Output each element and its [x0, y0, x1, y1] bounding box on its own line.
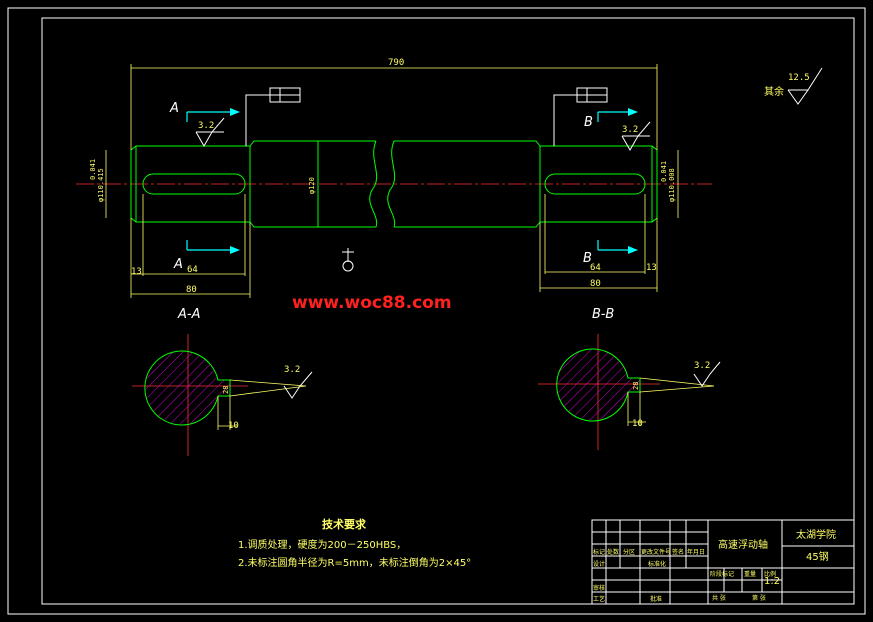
cut-label-b-top: B	[584, 115, 593, 130]
dim-diam-left: φ110.415	[97, 168, 105, 202]
section-b-width: 10	[632, 419, 643, 429]
tb-label-design: 设计	[593, 560, 605, 568]
cut-label-a-bottom: A	[173, 257, 183, 272]
tb-part-name: 高速浮动轴	[718, 538, 768, 551]
right-keyway	[544, 173, 646, 195]
tb-label-mark: 标记	[593, 548, 605, 556]
section-a-depth: 28	[222, 386, 230, 394]
dim-left-13: 13	[131, 267, 142, 277]
notes-line-1: 1.调质处理，硬度为200－250HBS，	[238, 538, 406, 551]
dim-left-80: 80	[186, 285, 197, 295]
outer-frame	[7, 7, 866, 615]
section-b-depth: 28	[632, 382, 640, 390]
dim-right-80: 80	[590, 279, 601, 289]
roughness-rest-value: 12.5	[788, 73, 810, 83]
section-b-b: B-B 10 28 3.2	[538, 307, 721, 450]
tb-label-approve: 批准	[650, 595, 662, 603]
roughness-symbol-left	[195, 117, 225, 148]
tb-school: 太湖学院	[796, 528, 836, 541]
cut-label-b-bottom: B	[583, 251, 592, 266]
section-a-a: A-A 10 28 3.2	[132, 307, 313, 456]
roughness-right-value: 3.2	[622, 125, 638, 135]
shaft-body-outline	[249, 140, 541, 228]
tb-label-date: 年月日	[687, 548, 705, 556]
dim-right-64: 64	[590, 263, 601, 273]
tb-label-stage: 阶段标记	[710, 570, 734, 578]
dim-tol-left: 0.041	[89, 159, 97, 180]
dim-tol-right: 0.041	[660, 161, 668, 182]
right-journal-outline	[539, 145, 658, 223]
tb-label-scale: 比例	[764, 570, 776, 578]
dim-right-13: 13	[646, 263, 657, 273]
tb-label-check: 审核	[593, 584, 605, 592]
dim-diam-mid: φ120	[308, 177, 316, 194]
left-keyway	[142, 173, 246, 195]
tb-label-doc: 更改文件号	[641, 548, 671, 556]
tb-label-sheets: 共 张	[712, 594, 726, 602]
notes-line-2: 2.未标注圆角半径为R=5mm，未标注倒角为2×45°	[238, 556, 471, 569]
section-a-width: 10	[228, 421, 239, 431]
roughness-rest: 12.5 其余	[764, 67, 823, 105]
section-a-roughness: 3.2	[284, 365, 300, 375]
tb-label-standard: 标准化	[648, 560, 666, 568]
tb-label-sign: 签名	[672, 548, 684, 556]
cut-label-a-top: A	[169, 101, 179, 116]
technical-notes: 技术要求 1.调质处理，硬度为200－250HBS， 2.未标注圆角半径为R=5…	[238, 517, 471, 569]
tb-scale: 1:2	[764, 576, 780, 587]
dim-overall-length: 790	[388, 58, 404, 68]
section-a-label: A-A	[177, 307, 200, 322]
watermark: www.woc88.com	[292, 293, 452, 313]
tb-label-process: 工艺	[593, 595, 605, 603]
title-block: 高速浮动轴 太湖学院 45钢 1:2 标记 处数 分区 更改文件号 签名 年月日…	[591, 519, 855, 605]
inner-frame	[41, 17, 855, 605]
tb-label-count: 处数	[607, 548, 619, 556]
datum-symbol	[342, 260, 354, 272]
section-b-roughness: 3.2	[694, 361, 710, 371]
tb-material: 45钢	[806, 550, 829, 563]
tb-label-zone: 分区	[623, 548, 635, 556]
roughness-symbol-right	[621, 121, 651, 152]
tb-label-sheet: 第 张	[752, 594, 766, 602]
roughness-left-value: 3.2	[198, 121, 214, 131]
dim-diam-right: φ110.008	[668, 168, 676, 202]
shaft-main-view: 790 64 80 13 64 80 13 φ110.415 0.041 φ12…	[76, 58, 712, 298]
roughness-rest-text: 其余	[764, 85, 784, 98]
dim-left-64: 64	[187, 265, 198, 275]
section-b-label: B-B	[592, 307, 614, 322]
section-a-hatch	[144, 350, 231, 426]
notes-heading: 技术要求	[322, 517, 367, 531]
tb-label-weight: 重量	[744, 570, 756, 578]
section-b-hatch	[556, 348, 641, 422]
